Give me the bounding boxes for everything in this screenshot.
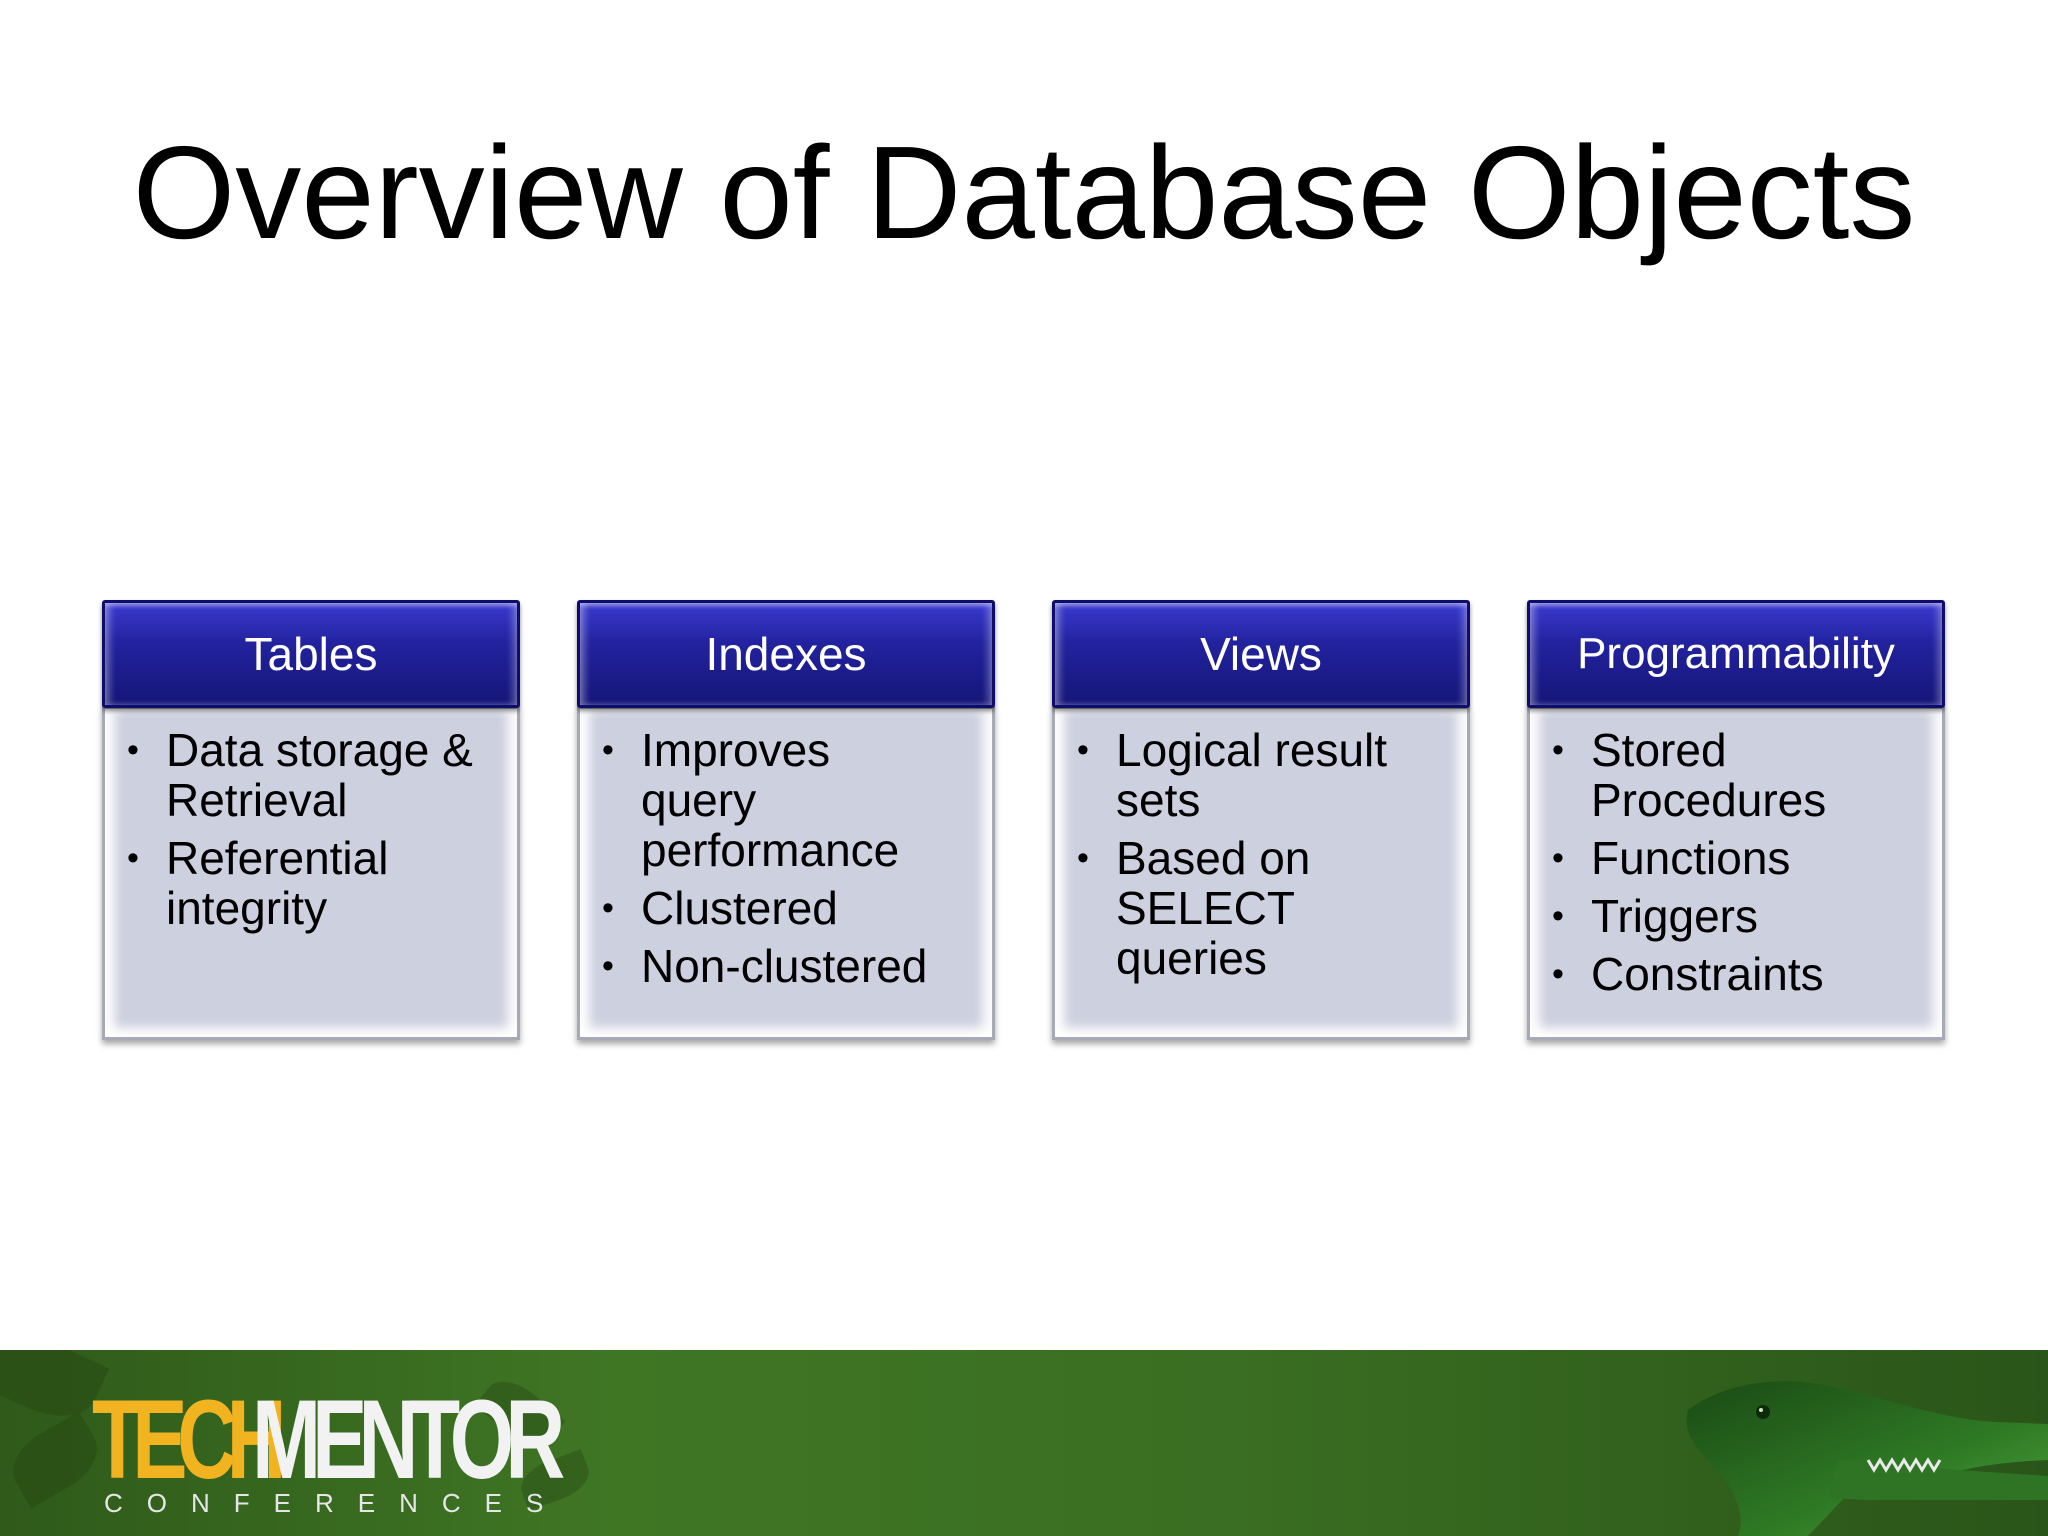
bullet-list: • Logical result sets • Based on SELECT … (1075, 725, 1453, 983)
list-item: • Triggers (1550, 891, 1928, 941)
list-item-text: Based on SELECT queries (1116, 832, 1311, 984)
list-item: • Stored Procedures (1550, 725, 1891, 825)
list-item-text: Constraints (1591, 948, 1824, 1000)
card-heading: Views (1052, 600, 1470, 708)
bullet-list: • Improves query performance • Clustered… (600, 725, 978, 991)
list-item-text: Clustered (641, 882, 838, 934)
footer-banner: TECH MENTOR CONFERENCES (0, 1350, 2048, 1536)
bullet-dot-icon: • (1552, 897, 1564, 935)
card-heading: Indexes (577, 600, 995, 708)
list-item: • Functions (1550, 833, 1928, 883)
bullet-dot-icon: • (1077, 731, 1089, 769)
bullet-dot-icon: • (602, 889, 614, 927)
card-body: • Logical result sets • Based on SELECT … (1052, 706, 1470, 1040)
list-item: • Based on SELECT queries (1075, 833, 1366, 983)
bullet-dot-icon: • (1552, 731, 1564, 769)
bullet-dot-icon: • (127, 731, 139, 769)
list-item-text: Referential integrity (166, 832, 389, 934)
card-body: • Stored Procedures • Functions • Trigge… (1527, 706, 1945, 1040)
bullet-list: • Data storage & Retrieval • Referential… (125, 725, 503, 933)
list-item: • Improves query performance (600, 725, 931, 875)
logo-subtitle: CONFERENCES (104, 1488, 568, 1518)
list-item: • Clustered (600, 883, 978, 933)
card-programmability: Programmability • Stored Procedures • Fu… (1527, 600, 1945, 1040)
slide-title: Overview of Database Objects (132, 119, 1916, 266)
list-item: • Non-clustered (600, 941, 978, 991)
card-indexes: Indexes • Improves query performance • C… (577, 600, 995, 1040)
list-item-text: Stored Procedures (1591, 724, 1827, 826)
card-heading: Programmability (1527, 600, 1945, 708)
list-item-text: Triggers (1591, 890, 1758, 942)
bullet-dot-icon: • (602, 947, 614, 985)
alligator-icon (1686, 1381, 2048, 1536)
card-heading: Tables (102, 600, 520, 708)
list-item: • Constraints (1550, 949, 1928, 999)
logo-tech-text: TECH (92, 1377, 287, 1502)
list-item-text: Data storage & Retrieval (166, 724, 473, 826)
bullet-dot-icon: • (602, 731, 614, 769)
list-item-text: Improves query performance (641, 724, 900, 876)
list-item: • Data storage & Retrieval (125, 725, 496, 825)
list-item-text: Logical result sets (1116, 724, 1388, 826)
list-item-text: Non-clustered (641, 940, 928, 992)
logo-mentor-text: MENTOR (252, 1377, 565, 1502)
list-item: • Logical result sets (1075, 725, 1436, 825)
bullet-dot-icon: • (1552, 839, 1564, 877)
list-item-text: Functions (1591, 832, 1791, 884)
bullet-dot-icon: • (1077, 839, 1089, 877)
bullet-dot-icon: • (1552, 955, 1564, 993)
bullet-list: • Stored Procedures • Functions • Trigge… (1550, 725, 1928, 999)
bullet-dot-icon: • (127, 839, 139, 877)
card-tables: Tables • Data storage & Retrieval • Refe… (102, 600, 520, 1040)
card-views: Views • Logical result sets • Based on S… (1052, 600, 1470, 1040)
card-body: • Data storage & Retrieval • Referential… (102, 706, 520, 1040)
card-body: • Improves query performance • Clustered… (577, 706, 995, 1040)
list-item: • Referential integrity (125, 833, 503, 933)
